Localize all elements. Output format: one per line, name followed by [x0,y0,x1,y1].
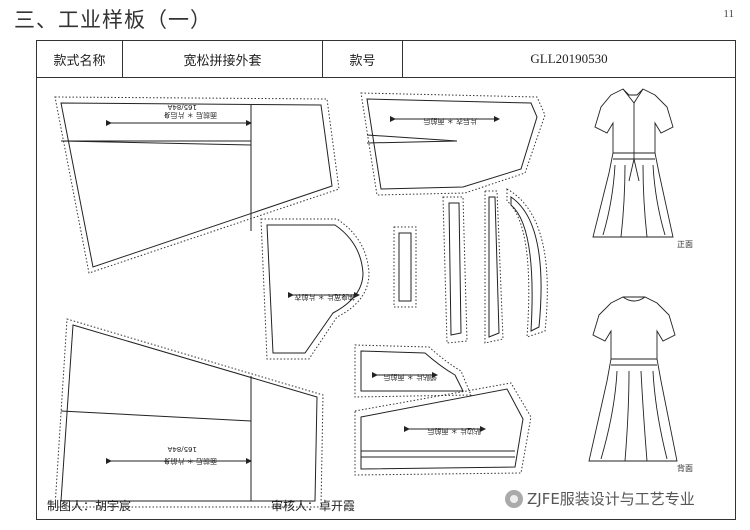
piece-label: 袖身宽片 ＊ 片前衣 [295,293,355,302]
style-name-label: 款式名称 [37,41,123,77]
pattern-piece-back: 面前后 ＊ 片后身 165/84A [54,96,340,274]
dress-sketch-front [592,88,674,238]
pattern-piece-side: 片后衣 ＊ 面前后 [360,92,546,196]
maker-label: 制图人：胡宇宸 [47,499,132,513]
piece-label: 领贴片 ＊ 面前后 [384,373,437,382]
style-no-value: GLL20190530 [530,51,608,66]
piece-label: 面前后 ＊ 片前身 [164,457,217,466]
footer: 制图人：胡宇宸 审核人：卓开霞 [47,497,355,514]
piece-label: 贴边片 ＊ 面前后 [428,427,481,436]
pattern-piece-front: 面前后 ＊ 片前身 165/84A [54,318,324,508]
wechat-logo-icon [505,489,523,508]
piece-label: 片后衣 ＊ 面前后 [424,117,477,126]
header-row: 款式名称 宽松拼接外套 款号 GLL20190530 [37,41,735,78]
pattern-piece-collar: 领贴片 ＊ 面前后 [354,344,472,398]
page-number: 11 [723,8,734,20]
pattern-piece-strips [393,188,548,344]
size-label: 165/84A [167,445,197,453]
sketch-front-label: 正面 [677,240,693,249]
reviewer-label: 审核人：卓开霞 [271,499,356,513]
watermark-text: ZJFE服装设计与工艺专业 [527,490,695,508]
size-label: 165/84A [167,103,197,111]
pattern-piece-hem: 贴边片 ＊ 面前后 [354,382,532,476]
dress-sketch-back [588,296,678,462]
style-no-label: 款号 [323,41,403,77]
pattern-piece-sleeve: 袖身宽片 ＊ 片前衣 [260,218,370,360]
sketch-back-label: 背面 [677,463,693,473]
page-title: 三、工业样板（一） [14,8,212,32]
pattern-sheet: 款式名称 宽松拼接外套 款号 GLL20190530 面前后 ＊ 片后身 165… [36,40,736,520]
watermark: ZJFE服装设计与工艺专业 [505,488,695,509]
pattern-drawing: 面前后 ＊ 片后身 165/84A 面前后 ＊ 片前身 165/84A 片后衣 … [54,88,693,508]
piece-label: 面前后 ＊ 片后身 [164,111,217,120]
style-name-value: 宽松拼接外套 [123,41,323,77]
